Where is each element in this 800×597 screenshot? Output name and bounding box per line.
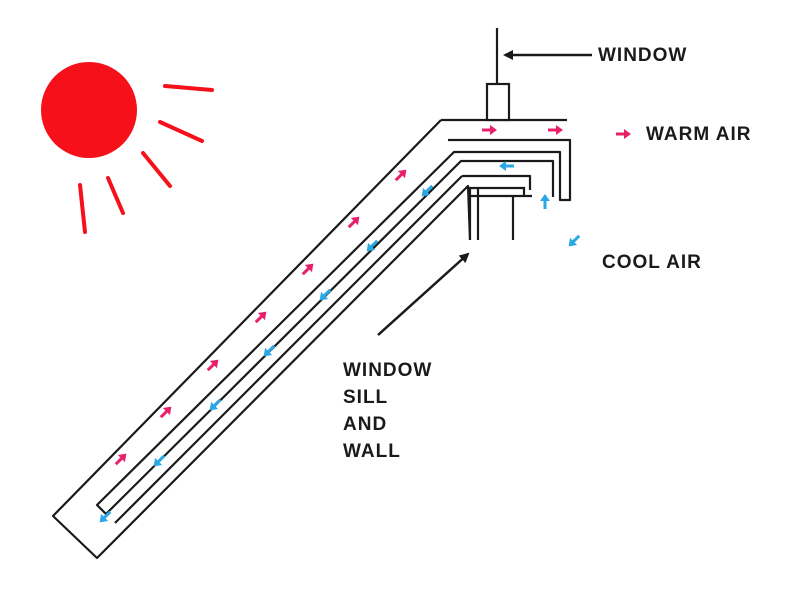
- window-label: WINDOW: [598, 45, 687, 66]
- arrow-right-icon: [347, 216, 360, 229]
- arrow-right-icon: [394, 169, 407, 182]
- arrow-left-icon: [499, 161, 514, 171]
- pointer-arrows: [377, 50, 592, 336]
- sill-label-line2: SILL: [343, 387, 388, 408]
- arrow-up-icon: [540, 194, 550, 209]
- sill-label-line1: WINDOW: [343, 360, 432, 381]
- arrow-left-icon: [263, 344, 276, 357]
- window-frame: [485, 28, 511, 122]
- arrow-right-icon: [482, 125, 497, 135]
- collector-box: [51, 118, 572, 560]
- arrow-left-icon: [366, 239, 379, 252]
- sill-pointer-arrow: [377, 252, 470, 336]
- arrow-right-icon: [254, 311, 267, 324]
- arrow-left-icon: [99, 510, 112, 523]
- sill-label-line4: WALL: [343, 441, 401, 462]
- sill-label-line3: AND: [343, 414, 387, 435]
- warm-air-arrows: [114, 125, 631, 466]
- arrow-left-icon: [319, 288, 332, 301]
- arrow-left-icon: [421, 184, 434, 197]
- cool-air-label: COOL AIR: [602, 252, 702, 273]
- cool-air-legend-arrow: [568, 234, 581, 247]
- sun-icon: [41, 62, 214, 234]
- warm-air-legend-arrow: [616, 129, 631, 139]
- arrow-right-icon: [301, 263, 314, 276]
- window-sill: [468, 186, 532, 240]
- arrow-left-icon: [209, 398, 222, 411]
- cool-air-arrows: [99, 161, 581, 523]
- warm-air-label: WARM AIR: [646, 124, 751, 145]
- arrow-right-icon: [159, 406, 172, 419]
- arrow-right-icon: [114, 453, 127, 466]
- arrow-right-icon: [548, 125, 563, 135]
- arrow-left-icon: [153, 454, 166, 467]
- arrow-right-icon: [206, 359, 219, 372]
